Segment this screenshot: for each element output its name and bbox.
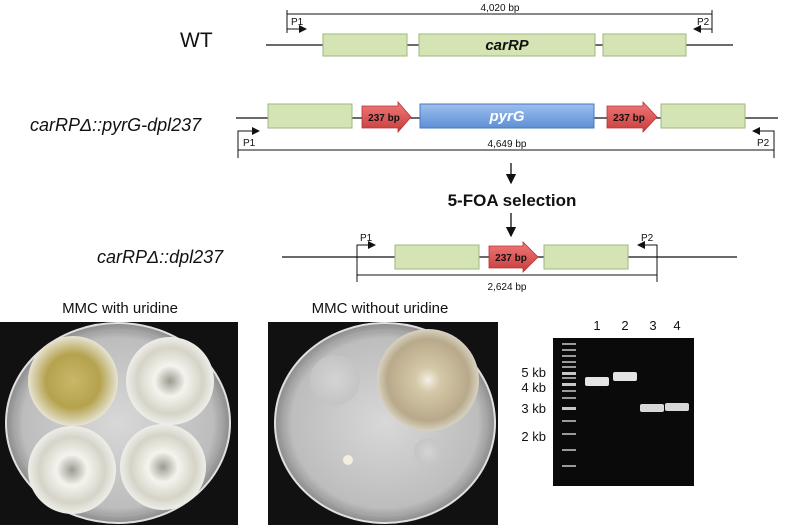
excised-flank-right	[543, 244, 629, 270]
gel-lane-label-1: 1	[593, 318, 600, 333]
excised-primer-p2-arrow	[637, 241, 658, 258]
deletion-primer-p2-arrow	[752, 127, 775, 137]
wt-primer-p2-label: P2	[697, 17, 710, 28]
deletion-repeat-right-label: 237 bp	[613, 113, 645, 124]
excised-primer-p1-arrow	[356, 241, 376, 258]
wt-primer-p1-arrow	[286, 25, 307, 33]
plate2-label-3: 3	[278, 499, 286, 515]
deletion-primer-p2-label: P2	[757, 138, 770, 149]
ladder-label-5kb: 5 kb	[521, 365, 546, 380]
plate2-label-2: 2	[474, 334, 482, 350]
deletion-repeat-left	[361, 100, 412, 134]
dna-ladder	[562, 343, 576, 467]
plate1-label-1: 1	[10, 334, 18, 350]
ladder-label-4kb: 4 kb	[521, 380, 546, 395]
wt-primer-p1-label: P1	[291, 17, 304, 28]
wt-exon-1	[322, 33, 408, 57]
deletion-flank-left	[267, 103, 353, 129]
excised-primer-p2-label: P2	[641, 233, 654, 244]
gel-lane-label-4: 4	[673, 318, 680, 333]
colony-1	[28, 336, 118, 426]
colony-4	[120, 424, 206, 510]
gel-band-lane-4	[665, 403, 689, 411]
gel-panel: 1 2 3 4 5 kb 4 kb 3 kb 2 kb	[521, 318, 694, 486]
deletion-primer-p1-arrow	[237, 127, 260, 137]
excised-primer-p1-label: P1	[360, 233, 373, 244]
colony-2	[126, 337, 214, 425]
colony-3	[28, 426, 116, 514]
wt-exon-2	[418, 33, 596, 57]
excised-repeat-label: 237 bp	[495, 253, 527, 264]
plate-with-uridine-title: MMC with uridine	[62, 300, 178, 317]
plate1-label-4: 4	[200, 499, 208, 515]
ladder-label-2kb: 2 kb	[521, 429, 546, 444]
wt-gene-label: carRP	[485, 37, 529, 54]
wt-size-label: 4,020 bp	[481, 3, 520, 14]
deletion-construct: carRPΔ::pyrG-dpl237 237 bp pyrG 237 bp P…	[30, 100, 778, 158]
plate-with-uridine-panel: MMC with uridine 1 2 3 4	[0, 300, 238, 525]
colony-3-speck	[343, 455, 353, 465]
selection-step: 5-FOA selection	[448, 163, 577, 238]
deletion-repeat-right	[606, 100, 658, 134]
colony-1-faint	[310, 355, 360, 405]
excised-repeat	[488, 241, 539, 273]
gel-band-lane-3	[640, 404, 664, 412]
plate2-label-1: 1	[278, 334, 286, 350]
colony-4-faint	[414, 438, 442, 466]
deletion-repeat-left-label: 237 bp	[368, 113, 400, 124]
gel-lane-label-2: 2	[621, 318, 628, 333]
plate-without-uridine-title: MMC without uridine	[312, 300, 449, 317]
wt-construct: WT 4,020 bp P1 P2 carRP	[180, 3, 733, 57]
gel-lane-label-3: 3	[649, 318, 656, 333]
gel-band-lane-2	[613, 372, 637, 381]
plate1-label-3: 3	[10, 499, 18, 515]
selection-label: 5-FOA selection	[448, 191, 577, 210]
deletion-flank-right	[660, 103, 746, 129]
deletion-primer-p1-label: P1	[243, 138, 256, 149]
plate2-label-4: 4	[474, 499, 482, 515]
excised-construct: carRPΔ::dpl237 237 bp P1 P2 2,624 bp	[97, 233, 737, 293]
excised-label: carRPΔ::dpl237	[97, 247, 224, 267]
wt-primer-p2-arrow	[693, 25, 713, 33]
deletion-label: carRPΔ::pyrG-dpl237	[30, 115, 202, 135]
wt-exon-3	[602, 33, 687, 57]
deletion-size-label: 4,649 bp	[488, 139, 527, 150]
excised-size-label: 2,624 bp	[488, 282, 527, 293]
ladder-label-3kb: 3 kb	[521, 401, 546, 416]
gel-band-lane-1	[585, 377, 609, 386]
gel-image	[553, 338, 694, 486]
wt-label: WT	[180, 29, 213, 52]
deletion-pyrG-marker	[419, 103, 595, 129]
plate1-label-2: 2	[200, 334, 208, 350]
plate-without-uridine-panel: MMC without uridine 1 2 3 4	[268, 300, 498, 525]
deletion-marker-label: pyrG	[488, 108, 524, 125]
colony-2	[377, 329, 479, 431]
excised-flank-left	[394, 244, 480, 270]
